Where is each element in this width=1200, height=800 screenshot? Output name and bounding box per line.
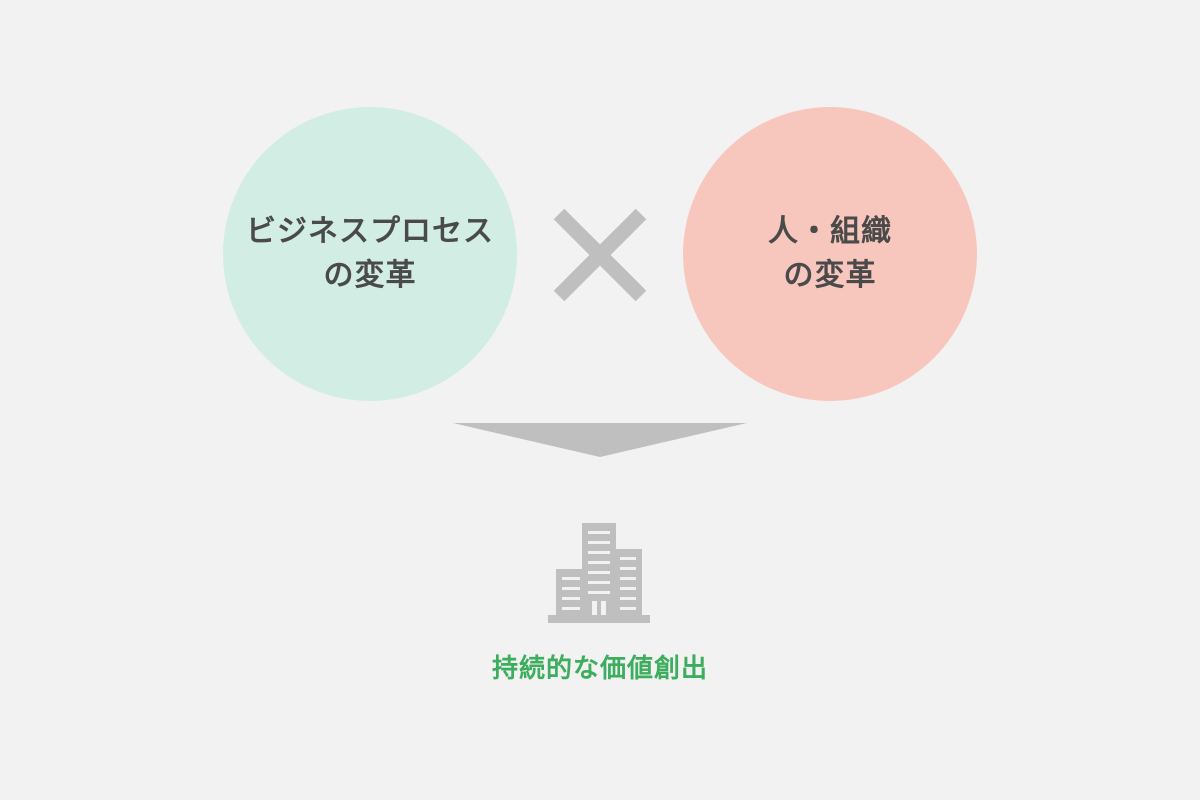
times-icon: [553, 208, 647, 302]
sustainable-value-creation-label: 持続的な価値創出: [491, 654, 708, 684]
business-process-label-line2: の変革: [323, 258, 417, 293]
business-process-label-line1: ビジネスプロセス: [246, 214, 494, 249]
building-icon: [548, 523, 650, 623]
people-organization-label-line1: 人・組織: [768, 214, 892, 249]
people-organization-circle: 人・組織 の変革: [683, 107, 977, 401]
people-organization-label-line2: の変革: [783, 258, 877, 293]
down-arrow-icon: [453, 423, 747, 457]
business-process-circle: ビジネスプロセス の変革: [223, 107, 517, 401]
